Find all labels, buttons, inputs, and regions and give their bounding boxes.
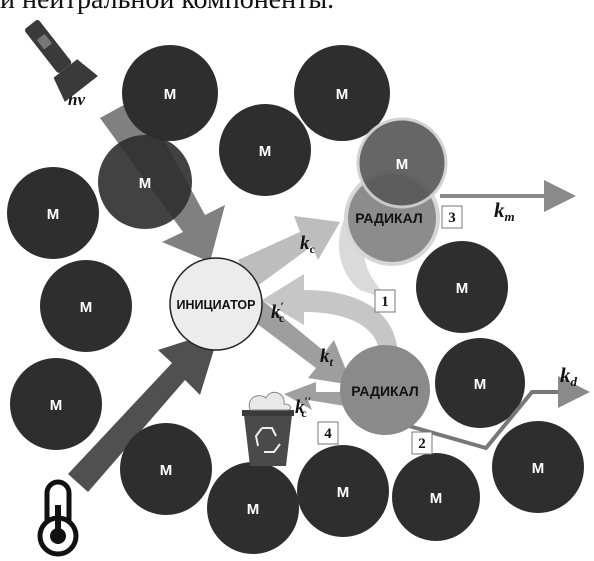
monomer: M — [120, 423, 212, 515]
initiator: ИНИЦИАТОР — [169, 257, 263, 351]
svg-text:3: 3 — [448, 210, 456, 226]
svg-text:M: M — [532, 460, 545, 477]
radical-bottom: РАДИКАЛ — [340, 345, 430, 435]
svg-text:M: M — [336, 86, 349, 103]
monomer: M — [492, 421, 584, 513]
step-markers: 1 2 3 4 — [317, 205, 463, 455]
svg-text:M: M — [80, 299, 93, 316]
step-4-marker: 4 — [317, 421, 339, 445]
svg-text:4: 4 — [324, 426, 332, 442]
radical-top: M РАДИКАЛ — [344, 117, 448, 266]
radical-monomer-label: M — [396, 156, 409, 173]
svg-text:M: M — [139, 175, 152, 192]
monomer: M — [207, 462, 299, 554]
svg-text:M: M — [430, 490, 443, 507]
monomer: M — [416, 241, 508, 333]
svg-text:M: M — [247, 501, 260, 518]
svg-text:M: M — [160, 462, 173, 479]
monomer: M — [219, 104, 311, 196]
monomer: M — [10, 358, 102, 450]
recycle-bin-icon — [242, 391, 294, 466]
flashlight-icon — [25, 20, 98, 102]
kc-double-prime-label: k′′c — [295, 394, 311, 420]
monomer: M — [435, 338, 525, 428]
monomers: M M M M M M M M M M M M M M — [7, 45, 584, 554]
svg-text:M: M — [337, 484, 350, 501]
svg-text:2: 2 — [418, 436, 426, 452]
kc-label: kc — [300, 233, 316, 256]
step-1-marker: 1 — [374, 289, 396, 313]
kc-prime-label: k′c — [271, 299, 285, 325]
svg-text:M: M — [47, 206, 60, 223]
kt-label: kt — [320, 346, 334, 369]
svg-text:M: M — [259, 143, 272, 160]
svg-text:M: M — [474, 376, 487, 393]
step-2-marker: 2 — [411, 431, 433, 455]
km-label: km — [494, 198, 515, 224]
svg-text:M: M — [456, 280, 469, 297]
monomer: M — [7, 167, 99, 259]
initiator-label: ИНИЦИАТОР — [177, 298, 256, 312]
kc-double-prime-arrow — [284, 382, 345, 410]
thermometer-icon — [37, 479, 79, 557]
svg-text:1: 1 — [381, 294, 389, 310]
kc-prime-arrow — [262, 274, 398, 358]
svg-text:M: M — [50, 397, 63, 414]
monomer: M — [297, 445, 389, 537]
svg-text:M: M — [164, 86, 177, 103]
caption-text: и нейтральной компоненты. — [0, 0, 334, 16]
monomer: M — [294, 45, 390, 141]
kt-arrow — [252, 300, 352, 385]
monomer: M — [122, 45, 218, 141]
step-3-marker: 3 — [441, 205, 463, 229]
monomer: M — [40, 260, 132, 352]
kc-arrow — [238, 216, 340, 290]
monomer: M — [98, 135, 192, 229]
thermal-arrow — [68, 330, 220, 492]
propagation-arrows — [401, 180, 590, 451]
monomer: M — [392, 453, 480, 541]
radical-bottom-label: РАДИКАЛ — [351, 383, 418, 399]
radical-top-label: РАДИКАЛ — [355, 210, 422, 226]
kd-path-arrow — [401, 376, 590, 451]
kd-label: kd — [560, 363, 578, 389]
